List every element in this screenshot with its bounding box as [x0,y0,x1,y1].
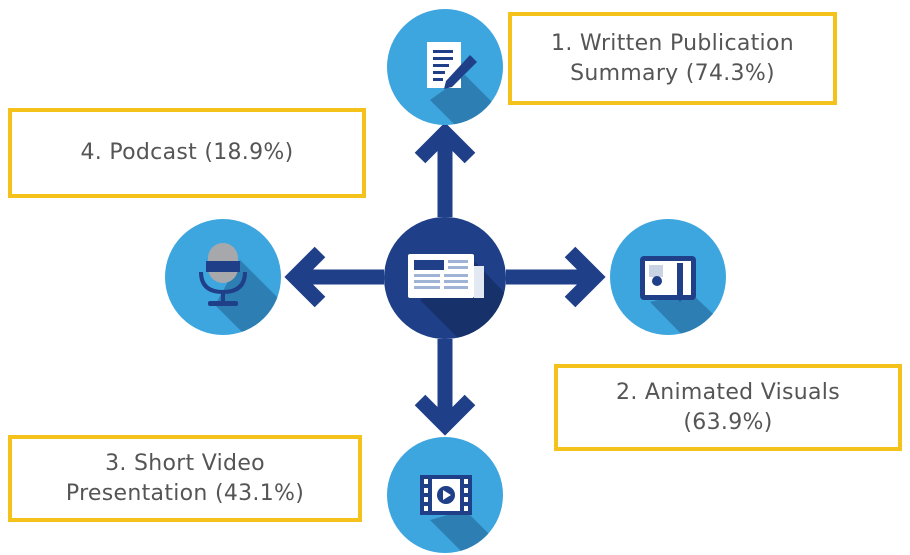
arrow-up [414,122,476,217]
document-pencil-icon [387,9,503,125]
microphone-icon [165,219,281,335]
arrow-down [414,339,476,436]
arrow-right [506,246,606,308]
label-text-line: (63.9%) [683,409,773,435]
label-text-line: 1. Written Publication [551,30,794,56]
label-podcast: 4. Podcast (18.9%) [8,108,366,198]
label-text-line: 2. Animated Visuals [616,379,840,405]
label-animated-visuals: 2. Animated Visuals (63.9%) [554,364,902,451]
arrow-left [284,246,384,308]
label-written-publication: 1. Written Publication Summary (74.3%) [508,12,837,105]
newspaper-icon [384,217,506,339]
label-text-line: 3. Short Video [105,450,265,476]
film-play-icon [387,437,503,553]
label-text-line: Summary (74.3%) [570,60,775,86]
label-text-line: Presentation (43.1%) [65,480,305,506]
label-text-line: 4. Podcast (18.9%) [80,140,294,166]
label-short-video: 3. Short Video Presentation (43.1%) [8,435,362,522]
tablet-pencil-icon [610,219,726,335]
